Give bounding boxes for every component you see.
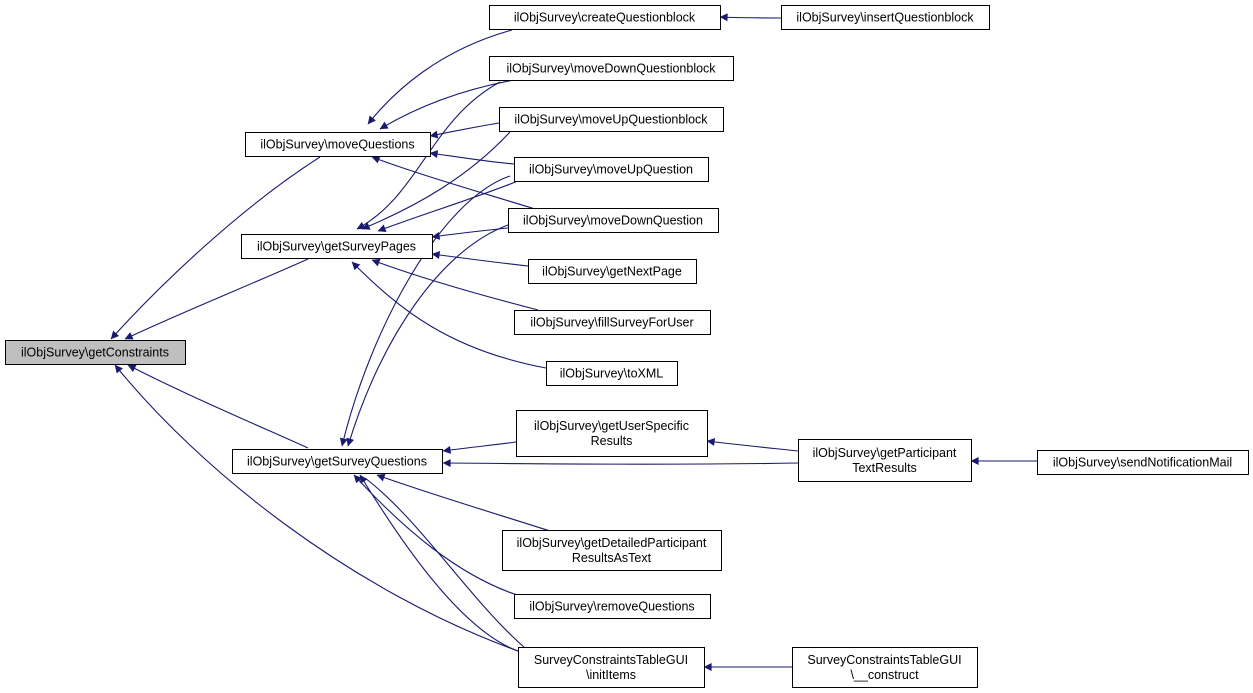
edge-moveUpQuestionblock-to-moveQuestions (429, 122, 500, 139)
node-box-moveDownQuestionblock (489, 56, 734, 81)
node-box-getDetailedParticipantResultsAsText (502, 530, 722, 571)
edge-getParticipantTextResults-to-getUserSpecificResults (706, 437, 799, 452)
node-label-getDetailedParticipantResultsAsText-1: ilObjSurvey\getDetailedParticipant (517, 536, 707, 550)
edge-getUserSpecificResults-to-getSurveyQuestions (442, 441, 517, 454)
node-box-moveQuestions (245, 132, 431, 157)
node-createQuestionblock[interactable]: ilObjSurvey\createQuestionblock (489, 5, 721, 30)
edge-createQuestionblock-to-moveQuestions (367, 29, 513, 125)
node-label-getSurveyQuestions: ilObjSurvey\getSurveyQuestions (247, 455, 427, 469)
node-label-getUserSpecificResults-1: ilObjSurvey\getUserSpecific (534, 419, 689, 433)
edge-moveUpQuestion-to-getSurveyPages (377, 180, 519, 233)
edge-getSurveyPages-to-getConstraints (124, 258, 309, 340)
node-label-getNextPage: ilObjSurvey\getNextPage (542, 265, 682, 279)
node-label-getUserSpecificResults-2: Results (591, 434, 633, 448)
node-box-insertQuestionblock (781, 5, 990, 30)
node-box-toXML (546, 361, 678, 386)
edge-getParticipantTextResults-to-getSurveyQuestions (442, 459, 799, 468)
edge-moveDownQuestion-to-getSurveyPages (431, 227, 509, 240)
node-label-initItems-2: \initItems (586, 668, 636, 682)
edge-moveUpQuestion-to-getSurveyQuestions (339, 175, 511, 447)
edge-getDetailedParticipantResultsAsText-to-getSurveyQuestions (376, 473, 551, 532)
edge-initItems-to-getSurveyQuestions (359, 474, 519, 652)
node-label-removeQuestions: ilObjSurvey\removeQuestions (529, 600, 694, 614)
node-label-insertQuestionblock: ilObjSurvey\insertQuestionblock (796, 11, 974, 25)
node-getSurveyPages[interactable]: ilObjSurvey\getSurveyPages (241, 234, 433, 259)
node-moveDownQuestion[interactable]: ilObjSurvey\moveDownQuestion (508, 208, 719, 233)
node-moveUpQuestionblock[interactable]: ilObjSurvey\moveUpQuestionblock (499, 107, 724, 132)
node-label-fillSurveyForUser: ilObjSurvey\fillSurveyForUser (530, 316, 693, 330)
node-label-getParticipantTextResults-2: TextResults (852, 461, 917, 475)
node-label-createQuestionblock: ilObjSurvey\createQuestionblock (514, 11, 696, 25)
edge-insertQuestionblock-to-createQuestionblock (719, 13, 782, 22)
node-label-sendNotificationMail: ilObjSurvey\sendNotificationMail (1053, 456, 1232, 470)
node-getNextPage[interactable]: ilObjSurvey\getNextPage (528, 259, 697, 284)
node-moveQuestions[interactable]: ilObjSurvey\moveQuestions (245, 132, 431, 157)
node-removeQuestions[interactable]: ilObjSurvey\removeQuestions (514, 594, 711, 619)
node-box-moveUpQuestionblock (499, 107, 724, 132)
node-initItems[interactable]: SurveyConstraintsTableGUI\initItems (518, 647, 705, 688)
node-box-initItems (518, 647, 705, 688)
node-box-moveUpQuestion (514, 157, 709, 182)
edge-initItems-to-getSurveyQuestions-secondary (364, 477, 526, 649)
node-getSurveyQuestions[interactable]: ilObjSurvey\getSurveyQuestions (232, 449, 443, 474)
node-label-getParticipantTextResults-1: ilObjSurvey\getParticipant (813, 446, 957, 460)
node-box-moveDownQuestion (508, 208, 719, 233)
node-label-construct-2: \__construct (850, 668, 919, 682)
node-box-construct (792, 647, 978, 688)
edge-moveDownQuestion-to-moveQuestions (371, 155, 536, 210)
edge-getSurveyQuestions-to-getConstraints (127, 364, 309, 449)
edge-moveUpQuestionblock-to-getSurveyPages (361, 131, 511, 230)
node-box-createQuestionblock (489, 5, 721, 30)
edge-fillSurveyForUser-to-getSurveyPages (371, 258, 539, 311)
node-box-getUserSpecificResults (516, 410, 708, 457)
node-box-getSurveyPages (241, 234, 433, 259)
node-construct[interactable]: SurveyConstraintsTableGUI\__construct (792, 647, 978, 688)
nodes: ilObjSurvey\getConstraints ilObjSurvey\mo… (5, 5, 1249, 688)
node-label-moveQuestions: ilObjSurvey\moveQuestions (260, 138, 414, 152)
node-label-moveUpQuestionblock: ilObjSurvey\moveUpQuestionblock (514, 113, 708, 127)
node-insertQuestionblock[interactable]: ilObjSurvey\insertQuestionblock (781, 5, 990, 30)
node-label-initItems-1: SurveyConstraintsTableGUI (534, 653, 688, 667)
edge-moveQuestions-to-getConstraints (110, 156, 321, 340)
edge-moveDownQuestionblock-to-moveQuestions (379, 79, 515, 130)
edge-initItems-to-getConstraints (114, 364, 519, 652)
node-moveUpQuestion[interactable]: ilObjSurvey\moveUpQuestion (514, 157, 709, 182)
node-getConstraints[interactable]: ilObjSurvey\getConstraints (5, 340, 186, 365)
node-label-toXML: ilObjSurvey\toXML (560, 367, 664, 381)
node-box-getNextPage (528, 259, 697, 284)
node-moveDownQuestionblock[interactable]: ilObjSurvey\moveDownQuestionblock (489, 56, 734, 81)
node-label-construct-1: SurveyConstraintsTableGUI (807, 653, 961, 667)
node-label-moveUpQuestion: ilObjSurvey\moveUpQuestion (529, 163, 693, 177)
node-box-getParticipantTextResults (798, 439, 972, 482)
node-fillSurveyForUser[interactable]: ilObjSurvey\fillSurveyForUser (514, 310, 711, 335)
edge-moveUpQuestion-to-moveQuestions (429, 150, 515, 165)
node-label-moveDownQuestionblock: ilObjSurvey\moveDownQuestionblock (506, 62, 716, 76)
node-getDetailedParticipantResultsAsText[interactable]: ilObjSurvey\getDetailedParticipantResult… (502, 530, 722, 571)
node-box-removeQuestions (514, 594, 711, 619)
edge-moveDownQuestion-to-getSurveyQuestions (346, 224, 509, 447)
node-box-sendNotificationMail (1037, 450, 1249, 475)
node-box-getConstraints (5, 340, 186, 365)
node-box-fillSurveyForUser (514, 310, 711, 335)
edge-toXML-to-getSurveyPages (351, 261, 547, 369)
node-sendNotificationMail[interactable]: ilObjSurvey\sendNotificationMail (1037, 450, 1249, 475)
node-label-getDetailedParticipantResultsAsText-2: ResultsAsText (572, 551, 652, 565)
edge-getNextPage-to-getSurveyPages (431, 251, 529, 267)
node-label-getSurveyPages: ilObjSurvey\getSurveyPages (257, 240, 416, 254)
edges (110, 13, 1037, 671)
node-label-getConstraints: ilObjSurvey\getConstraints (21, 346, 169, 360)
node-label-moveDownQuestion: ilObjSurvey\moveDownQuestion (523, 214, 703, 228)
node-box-getSurveyQuestions (232, 449, 443, 474)
node-toXML[interactable]: ilObjSurvey\toXML (546, 361, 678, 386)
